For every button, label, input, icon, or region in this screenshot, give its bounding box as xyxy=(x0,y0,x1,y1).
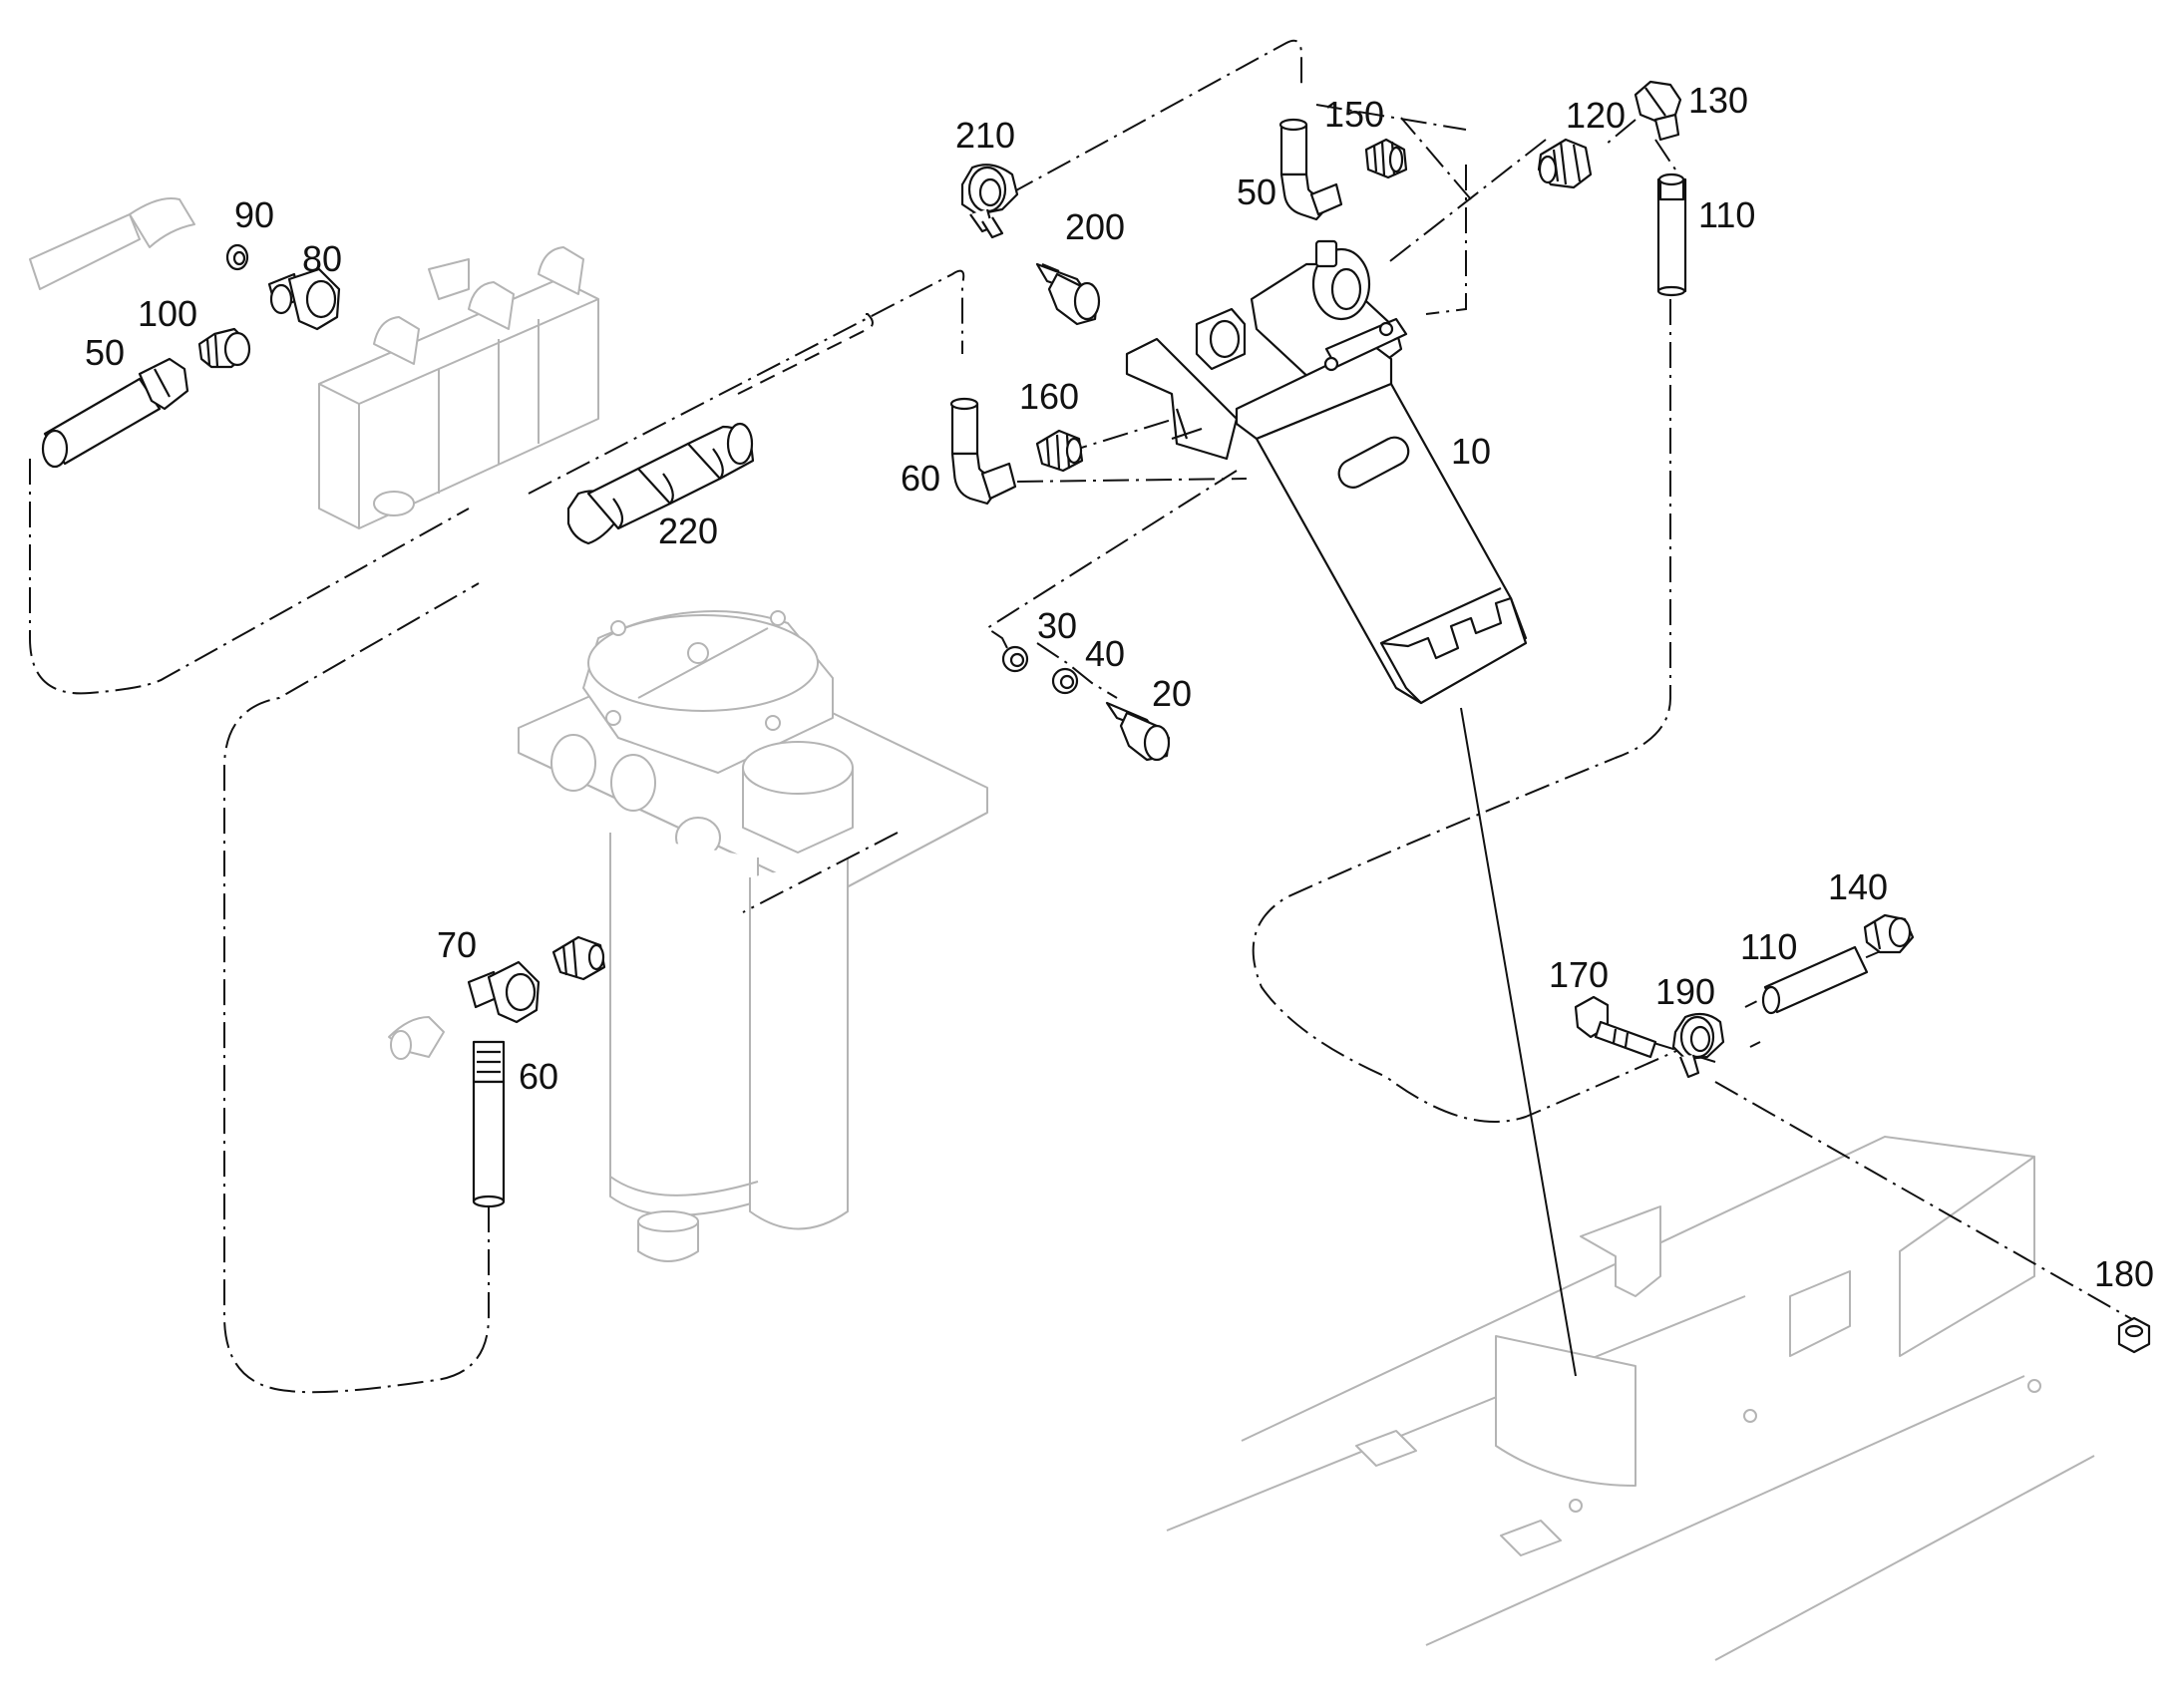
filter-mount-leader xyxy=(1460,707,1577,1377)
callout-90: 90 xyxy=(234,194,274,235)
machine-frame-context xyxy=(1166,1135,2095,1661)
part-140-plug xyxy=(1863,913,1915,954)
part-110-hose-top xyxy=(1656,172,1687,297)
callout-140: 140 xyxy=(1828,866,1888,907)
callout-80: 80 xyxy=(302,238,342,279)
part-120-adapter xyxy=(1537,138,1593,189)
callout-130: 130 xyxy=(1688,80,1748,121)
callout-60-top: 60 xyxy=(901,458,940,499)
part-50-hose-left xyxy=(41,357,189,469)
callout-40: 40 xyxy=(1085,633,1125,674)
part-90-washer xyxy=(225,243,249,271)
filter-housing-context xyxy=(518,610,988,1262)
callout-110-bottom: 110 xyxy=(1740,926,1797,967)
part-180-nut xyxy=(2117,1316,2151,1354)
callout-30: 30 xyxy=(1037,605,1077,646)
part-200-bolt xyxy=(1035,262,1101,326)
callout-210: 210 xyxy=(955,115,1015,156)
part-170-bolt xyxy=(1574,995,1657,1059)
callout-170: 170 xyxy=(1549,954,1609,995)
part-220-spiral-guard xyxy=(566,422,755,545)
callout-190: 190 xyxy=(1655,971,1715,1012)
part-70-tee xyxy=(388,935,606,1060)
callout-labels: 10 20 30 40 50 50 60 60 70 80 90 100 110… xyxy=(85,80,2154,1294)
pump-assembly-context xyxy=(29,197,599,529)
part-110-hose-bottom xyxy=(1761,945,1869,1015)
callout-100: 100 xyxy=(138,293,197,334)
part-20-bolt xyxy=(1105,701,1171,762)
part-100-connector xyxy=(197,327,251,369)
hose-routing-lines xyxy=(29,39,2145,1394)
callout-70: 70 xyxy=(437,924,477,965)
part-60-hose-bottom xyxy=(472,1040,506,1208)
part-50-elbow-top xyxy=(1278,118,1343,221)
part-60-elbow-top xyxy=(949,397,1017,506)
callout-220: 220 xyxy=(658,511,718,551)
callout-10: 10 xyxy=(1451,431,1491,472)
part-160-connector xyxy=(1035,429,1084,473)
callout-60-bottom: 60 xyxy=(519,1056,558,1097)
part-130-elbow xyxy=(1634,80,1682,142)
callout-200: 200 xyxy=(1065,206,1125,247)
part-190-clamp xyxy=(1671,1012,1725,1079)
part-30-washer xyxy=(1001,645,1029,673)
part-10-filter xyxy=(1125,239,1528,705)
part-210-clamp xyxy=(960,164,1019,239)
part-40-washer xyxy=(1051,667,1079,695)
part-80-tee xyxy=(267,267,341,331)
callout-150: 150 xyxy=(1324,94,1384,135)
part-150-connector xyxy=(1364,138,1408,179)
callout-50-top: 50 xyxy=(1237,171,1276,212)
callout-110-top: 110 xyxy=(1698,194,1755,235)
callout-180: 180 xyxy=(2094,1253,2154,1294)
callout-120: 120 xyxy=(1566,95,1626,136)
callout-160: 160 xyxy=(1019,376,1079,417)
callout-50-left: 50 xyxy=(85,332,125,373)
callout-20: 20 xyxy=(1152,673,1192,714)
